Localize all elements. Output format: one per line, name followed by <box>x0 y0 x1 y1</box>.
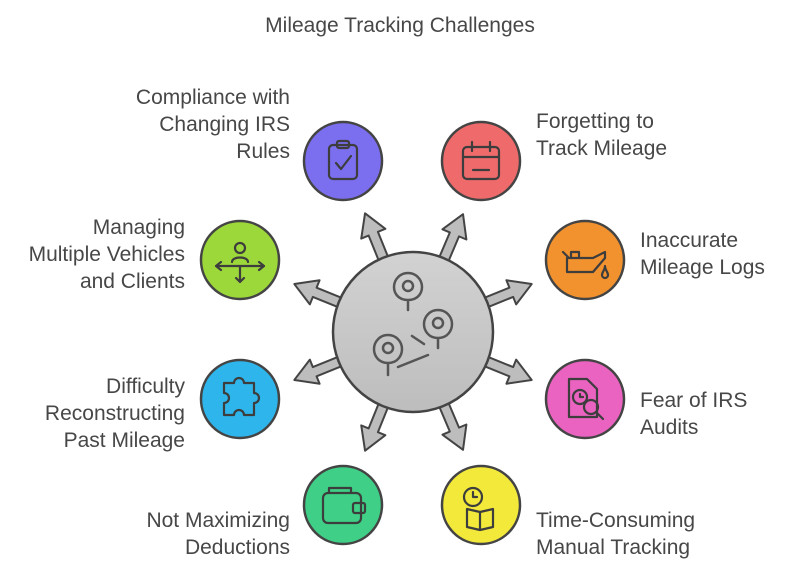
center-hub <box>331 250 495 414</box>
node-deductions <box>302 464 384 546</box>
label-line: Changing IRS <box>159 113 290 136</box>
label-line: Forgetting to <box>536 110 654 133</box>
node-compliance <box>302 120 384 202</box>
label-line: Track Mileage <box>536 137 668 160</box>
node-reconstructing <box>199 358 281 440</box>
node-vehicles <box>199 219 281 301</box>
node-time <box>440 464 522 546</box>
label-line: Not Maximizing <box>146 509 290 532</box>
label-line: Reconstructing <box>44 402 185 425</box>
calendar-icon <box>461 140 501 181</box>
label-line: Compliance with <box>135 86 290 109</box>
label-forgetting: Forgetting to Track Mileage <box>536 108 736 162</box>
map-pins-icon <box>372 271 454 377</box>
oil-can-icon <box>561 250 610 280</box>
label-line: Fear of IRS <box>640 389 748 412</box>
label-line: Time-Consuming <box>536 509 696 532</box>
wallet-icon <box>321 486 367 525</box>
label-line: Deductions <box>184 536 290 559</box>
label-line: and Clients <box>79 270 185 293</box>
label-line: Audits <box>640 416 699 439</box>
clipboard-check-icon <box>327 139 359 181</box>
label-line: Mileage Logs <box>640 256 765 279</box>
puzzle-icon <box>222 376 261 417</box>
label-line: Manual Tracking <box>536 536 691 559</box>
label-audits: Fear of IRS Audits <box>640 387 800 441</box>
label-line: Past Mileage <box>63 429 185 452</box>
diagram-title: Mileage Tracking Challenges <box>265 14 535 37</box>
label-line: Managing <box>92 216 185 239</box>
node-forgetting <box>440 120 522 202</box>
label-line: Inaccurate <box>640 229 739 252</box>
node-audits <box>544 358 626 440</box>
person-arrows-icon <box>214 241 266 284</box>
label-line: Rules <box>236 140 290 163</box>
label-line: Multiple Vehicles <box>28 243 185 266</box>
document-search-icon <box>567 377 605 421</box>
clock-book-icon <box>462 486 495 532</box>
node-inaccurate <box>544 219 626 301</box>
label-line: Difficulty <box>106 375 185 398</box>
